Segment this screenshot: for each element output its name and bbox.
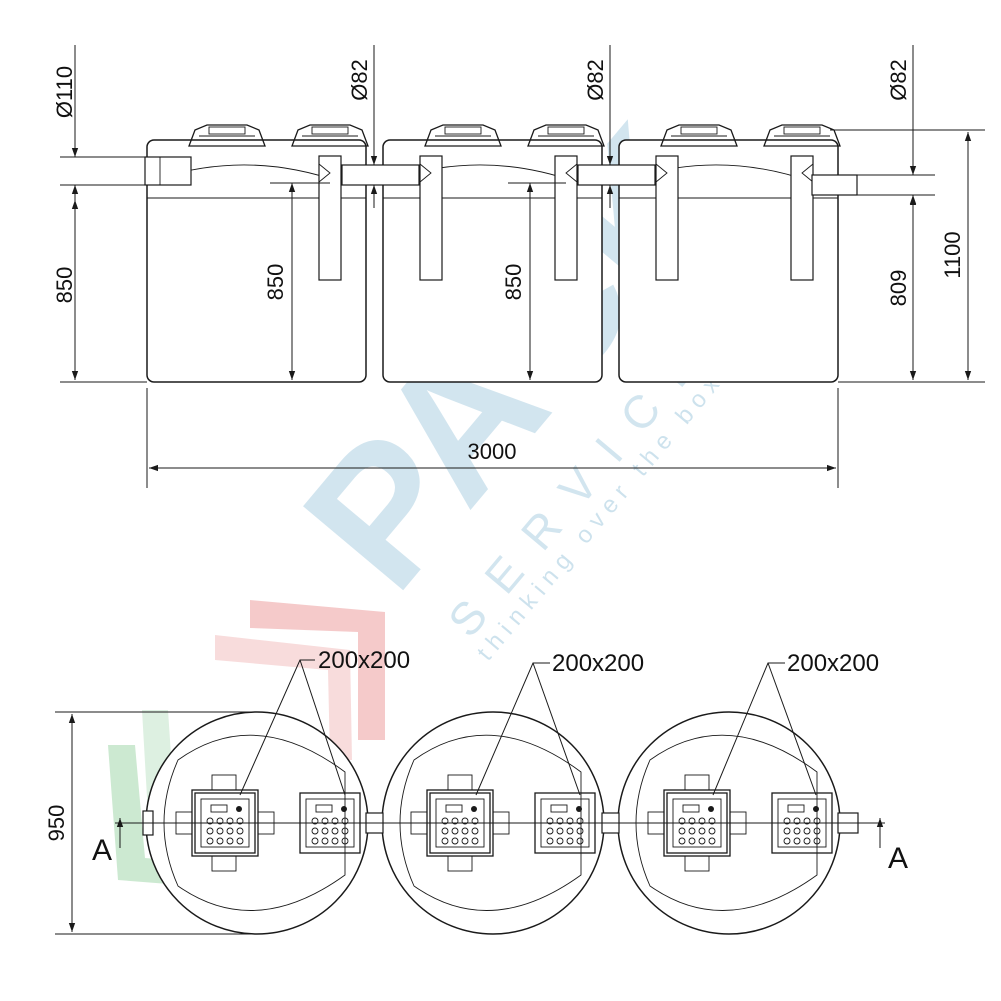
chamber-1-level-label: 850 <box>263 264 288 301</box>
manhole-3-size-label: 200x200 <box>787 650 879 677</box>
manhole-1-leader: 200x200 <box>239 647 410 796</box>
section-label-right: A <box>888 842 908 875</box>
manhole-2-size-label: 200x200 <box>552 650 644 677</box>
chamber-2-level-label: 850 <box>501 264 526 301</box>
elevation-view: Ø110 Ø82 Ø82 Ø82 850 850 850 809 <box>52 45 985 488</box>
inlet-pipe <box>144 156 192 186</box>
watermark-chevron-red <box>215 600 385 760</box>
manhole-2-leader: 200x200 <box>475 650 644 796</box>
connector-diameter-2-label: Ø82 <box>583 59 608 101</box>
total-length-label: 3000 <box>468 439 517 464</box>
outlet-pipe <box>811 174 858 196</box>
section-label-left: A <box>92 834 112 867</box>
total-height-label: 1100 <box>940 231 965 278</box>
outlet-height-label: 809 <box>886 270 911 307</box>
tank-1 <box>146 139 367 383</box>
outlet-diameter-label: Ø82 <box>886 59 911 101</box>
connector-diameter-1-label: Ø82 <box>347 59 372 101</box>
connector-pipe-2 <box>577 164 656 186</box>
inlet-height-label: 850 <box>52 267 77 304</box>
connector-pipe-1 <box>341 164 420 186</box>
plan-width-label: 950 <box>44 805 69 842</box>
manhole-1-size-label: 200x200 <box>318 647 410 674</box>
plan-view: A A 200x200 200x200 200x200 950 <box>44 647 908 935</box>
manhole-3-leader: 200x200 <box>712 650 879 796</box>
inlet-diameter-label: Ø110 <box>52 66 77 118</box>
